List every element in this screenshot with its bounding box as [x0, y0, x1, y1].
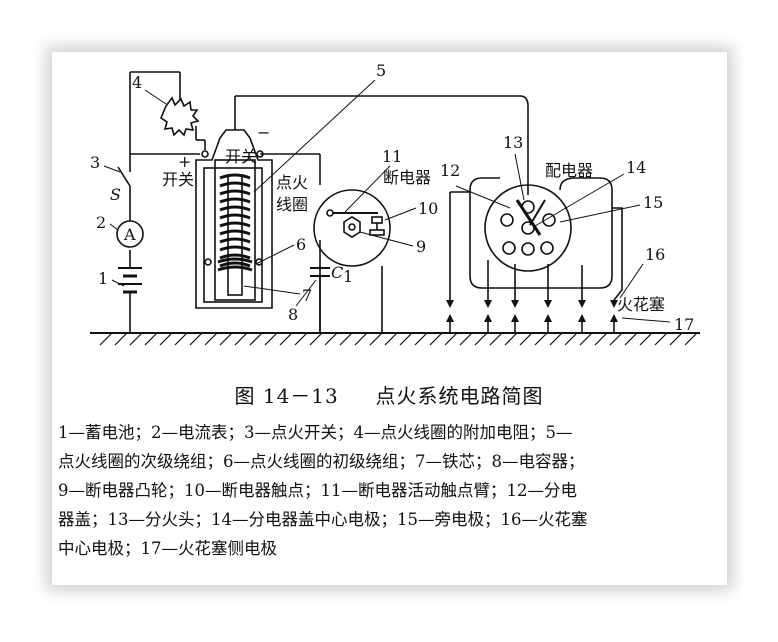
- battery: [118, 250, 142, 333]
- breaker-assembly: [313, 189, 391, 333]
- ground-line: [90, 332, 700, 346]
- coil-label-1: 点火: [276, 173, 308, 192]
- figure-number: 图 14－13: [234, 384, 339, 408]
- number-9: 9: [416, 237, 426, 256]
- additional-resistor: [129, 71, 206, 154]
- number-6: 6: [296, 235, 306, 254]
- spark-plug-leads: [446, 191, 623, 333]
- capacitor-c-letter: C: [331, 263, 343, 282]
- primary-lead: [260, 153, 321, 185]
- figure-legend: 1—蓄电池；2—电流表；3—点火开关；4—点火线圈的附加电阻；5— 点火线圈的次…: [58, 418, 718, 563]
- distributor-label: 配电器: [545, 161, 593, 180]
- side-electrodes: [446, 314, 618, 333]
- number-10: 10: [418, 199, 438, 218]
- leader-lines: [103, 79, 671, 323]
- legend-line: 1—蓄电池；2—电流表；3—点火开关；4—点火线圈的附加电阻；5—: [58, 423, 573, 442]
- minus-sign: −: [257, 123, 270, 142]
- hv-lead: [234, 95, 529, 195]
- switch-label-minus: 开关: [225, 147, 257, 166]
- number-16: 16: [645, 245, 665, 264]
- number-3: 3: [90, 153, 100, 172]
- number-12: 12: [440, 161, 460, 180]
- ignition-switch: [117, 153, 200, 197]
- capacitor-subscript: 1: [343, 267, 353, 286]
- number-15: 15: [643, 193, 663, 212]
- legend-line: 中心电极；17—火花塞侧电极: [58, 539, 277, 558]
- figure-title: 点火系统电路简图: [375, 384, 544, 408]
- number-7: 7: [302, 286, 312, 305]
- number-2: 2: [96, 213, 106, 232]
- number-17: 17: [674, 315, 694, 334]
- number-5: 5: [376, 61, 386, 80]
- switch-label-plus: 开关: [162, 170, 194, 189]
- spark-plug-label: 火花塞: [617, 295, 665, 314]
- legend-line: 点火线圈的次级绕组；6—点火线圈的初级绕组；7—铁芯；8—电容器；: [58, 452, 585, 471]
- plus-sign: +: [178, 152, 191, 171]
- figure-caption: 图 14－13 点火系统电路简图: [0, 380, 778, 409]
- legend-line: 器盖；13—分火头；14—分电器盖中心电极；15—旁电极；16—火花塞: [58, 510, 588, 529]
- number-1: 1: [98, 269, 108, 288]
- ammeter: [116, 197, 144, 248]
- number-13: 13: [503, 133, 523, 152]
- distributor: [469, 177, 613, 289]
- diagram-labels: 开关 开关 + − 点火 线圈 断电器 配电器 火花塞 S A C 1 1 2 …: [90, 61, 694, 334]
- number-14: 14: [626, 158, 646, 177]
- number-11: 11: [382, 147, 402, 166]
- number-8: 8: [288, 305, 298, 324]
- coil-label-2: 线圈: [276, 195, 308, 214]
- breaker-label: 断电器: [383, 168, 431, 187]
- legend-line: 9—断电器凸轮；10—断电器触点；11—断电器活动触点臂；12—分电: [58, 481, 577, 500]
- switch-s-letter: S: [110, 185, 121, 204]
- ammeter-a-letter: A: [123, 225, 136, 244]
- capacitor: [310, 240, 330, 333]
- number-4: 4: [132, 73, 142, 92]
